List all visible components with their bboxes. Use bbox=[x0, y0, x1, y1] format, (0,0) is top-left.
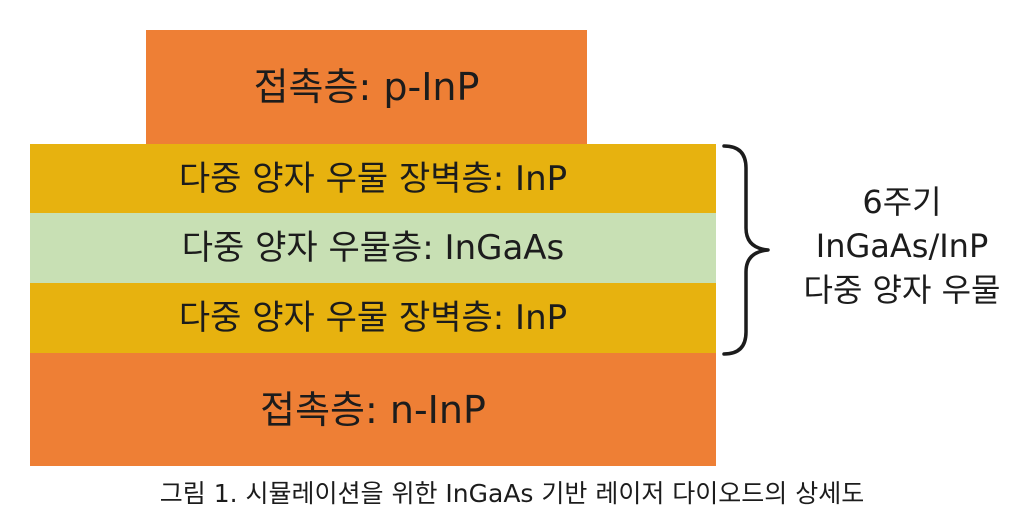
lower-barrier-label: 다중 양자 우물 장벽층: InP bbox=[178, 298, 568, 338]
mqw-period-annotation: 6주기 InGaAs/InP 다중 양자 우물 bbox=[782, 180, 1022, 312]
upper-barrier-label: 다중 양자 우물 장벽층: InP bbox=[178, 158, 568, 199]
annotation-material: InGaAs/InP bbox=[815, 227, 989, 265]
bottom-contact-layer: 접촉층: n-InP bbox=[30, 353, 716, 466]
bottom-contact-label: 접촉층: n-InP bbox=[260, 387, 486, 432]
annotation-structure: 다중 양자 우물 bbox=[803, 271, 1001, 309]
figure-caption: 그림 1. 시뮬레이션을 위한 InGaAs 기반 레이저 다이오드의 상세도 bbox=[159, 479, 865, 508]
top-contact-label: 접촉층: p-InP bbox=[253, 65, 480, 109]
top-contact-layer: 접촉층: p-InP bbox=[146, 30, 587, 144]
upper-barrier-layer: 다중 양자 우물 장벽층: InP bbox=[30, 144, 716, 213]
lower-barrier-layer: 다중 양자 우물 장벽층: InP bbox=[30, 283, 716, 353]
annotation-period: 6주기 bbox=[862, 183, 942, 221]
quantum-well-label: 다중 양자 우물층: InGaAs bbox=[181, 228, 565, 268]
quantum-well-layer: 다중 양자 우물층: InGaAs bbox=[30, 213, 716, 283]
curly-brace-icon bbox=[722, 144, 770, 356]
